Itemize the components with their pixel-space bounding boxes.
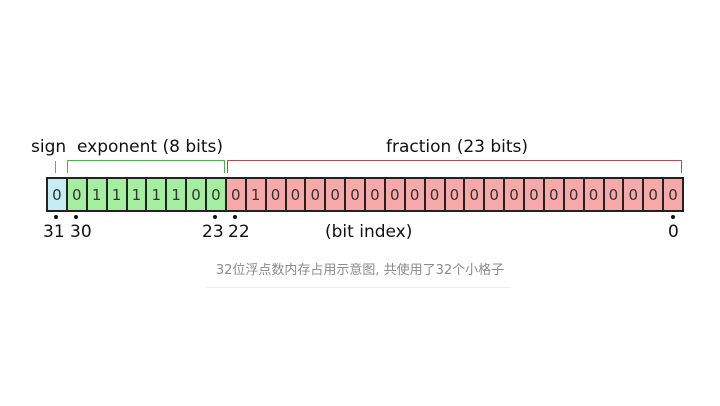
fraction-bit-cell: 0 — [425, 179, 446, 210]
exponent-bit-cell: 0 — [187, 179, 207, 210]
fraction-bracket — [227, 160, 682, 173]
sign-bit-cell: 0 — [48, 179, 68, 210]
sign-tick — [55, 161, 56, 173]
bit-index-label: (bit index) — [325, 222, 413, 242]
figure-caption: 32位浮点数内存占用示意图, 共使用了32个小格子 — [215, 263, 505, 278]
fraction-bit-cell: 0 — [624, 179, 645, 210]
sign-label: sign — [31, 137, 67, 157]
fraction-bit-cell: 0 — [604, 179, 625, 210]
index-dot-22 — [233, 215, 237, 219]
float32-layout-diagram: sign exponent (8 bits) fraction (23 bits… — [31, 137, 684, 242]
fraction-bit-cell: 0 — [485, 179, 506, 210]
exponent-label: exponent (8 bits) — [77, 137, 224, 157]
fraction-bit-cell: 0 — [445, 179, 466, 210]
fraction-bit-cell: 0 — [286, 179, 307, 210]
fraction-bit-cell: 0 — [226, 179, 247, 210]
exponent-bit-cell: 0 — [207, 179, 227, 210]
index-dot-23 — [213, 215, 217, 219]
exponent-bit-cell: 1 — [107, 179, 128, 210]
index-dot-31 — [54, 215, 58, 219]
bit-index-23: 23 — [202, 222, 224, 242]
fraction-bit-cell: 0 — [306, 179, 327, 210]
fraction-bit-cell: 0 — [525, 179, 545, 210]
fraction-bit-cell: 0 — [564, 179, 585, 210]
exponent-bit-cell: 1 — [87, 179, 108, 210]
fraction-bit-cell: 0 — [664, 179, 682, 210]
fraction-bit-cell: 0 — [644, 179, 665, 210]
fraction-bit-cell: 0 — [366, 179, 386, 210]
bit-index-30: 30 — [70, 222, 92, 242]
index-dot-0 — [671, 215, 675, 219]
exponent-bit-cell: 0 — [67, 179, 88, 210]
fraction-bit-cell: 0 — [505, 179, 525, 210]
fraction-bit-cell: 0 — [326, 179, 347, 210]
fraction-bit-cell: 0 — [405, 179, 426, 210]
fraction-bit-cell: 0 — [584, 179, 605, 210]
bit-index-22: 22 — [228, 222, 250, 242]
exponent-bracket — [67, 160, 225, 173]
fraction-bit-cell: 0 — [346, 179, 366, 210]
index-dot-30 — [74, 215, 78, 219]
bit-field-bar: 0 0 1 1 1 1 1 0 0 0 1 0 0 0 0 0 0 0 0 0 … — [46, 177, 684, 212]
bit-index-31: 31 — [43, 222, 65, 242]
fraction-bit-cell: 0 — [465, 179, 486, 210]
bit-index-0: 0 — [668, 222, 679, 242]
fraction-label: fraction (23 bits) — [386, 137, 529, 157]
exponent-bit-cell: 1 — [147, 179, 168, 210]
caption-divider — [206, 287, 511, 288]
exponent-bit-cell: 1 — [127, 179, 148, 210]
fraction-bit-cell: 0 — [544, 179, 565, 210]
fraction-bit-cell: 1 — [246, 179, 267, 210]
exponent-bit-cell: 1 — [167, 179, 188, 210]
fraction-bit-cell: 0 — [385, 179, 406, 210]
fraction-bit-cell: 0 — [266, 179, 287, 210]
